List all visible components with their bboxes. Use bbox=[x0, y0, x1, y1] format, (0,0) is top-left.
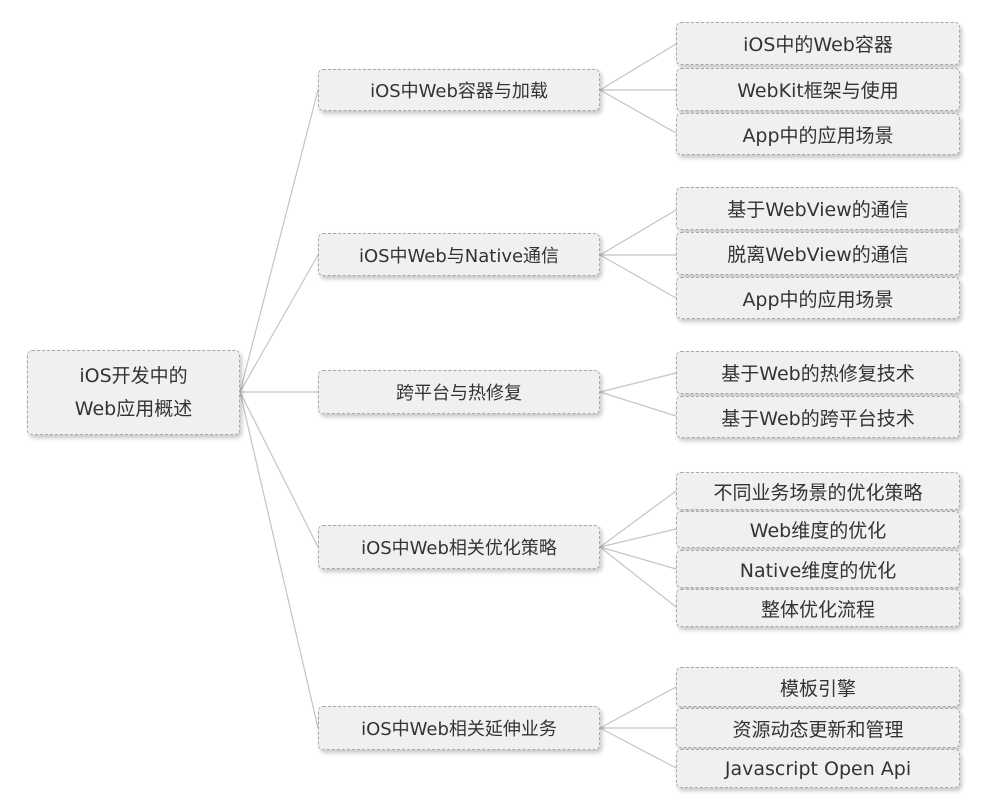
branch-optimization[interactable]: iOS中Web相关优化策略 bbox=[318, 525, 600, 569]
leaf-label: 模板引擎 bbox=[779, 677, 856, 700]
branch-label: iOS中Web相关优化策略 bbox=[361, 538, 557, 559]
root-title-line1: iOS开发中的 bbox=[79, 364, 188, 387]
leaf-non-webview-communication[interactable]: 脱离WebView的通信 bbox=[676, 232, 960, 275]
leaf-webkit-framework[interactable]: WebKit框架与使用 bbox=[676, 68, 960, 111]
leaf-label: 基于Web的热修复技术 bbox=[721, 363, 915, 385]
root-node[interactable]: iOS开发中的 Web应用概述 bbox=[27, 350, 240, 435]
leaf-label: 资源动态更新和管理 bbox=[732, 718, 904, 741]
leaf-label: App中的应用场景 bbox=[742, 124, 894, 147]
leaf-label: 基于Web的跨平台技术 bbox=[721, 407, 915, 430]
branch-extended-business[interactable]: iOS中Web相关延伸业务 bbox=[318, 706, 600, 750]
leaf-label: App中的应用场景 bbox=[742, 288, 894, 311]
leaf-label: Native维度的优化 bbox=[739, 559, 897, 582]
leaf-label: WebKit框架与使用 bbox=[737, 80, 899, 102]
leaf-web-hotfix[interactable]: 基于Web的热修复技术 bbox=[676, 351, 960, 394]
leaf-ios-web-container[interactable]: iOS中的Web容器 bbox=[676, 22, 960, 65]
leaf-template-engine[interactable]: 模板引擎 bbox=[676, 667, 960, 707]
leaf-label: Web维度的优化 bbox=[749, 520, 887, 542]
branch-web-container[interactable]: iOS中Web容器与加载 bbox=[318, 69, 600, 111]
branch-label: iOS中Web容器与加载 bbox=[370, 81, 548, 102]
leaf-webview-communication[interactable]: 基于WebView的通信 bbox=[676, 187, 960, 230]
leaf-javascript-open-api[interactable]: Javascript Open Api bbox=[676, 749, 960, 788]
leaf-native-optimization[interactable]: Native维度的优化 bbox=[676, 550, 960, 588]
leaf-label: Javascript Open Api bbox=[724, 757, 912, 780]
leaf-label: 基于WebView的通信 bbox=[727, 199, 909, 221]
leaf-app-scenarios-2[interactable]: App中的应用场景 bbox=[676, 277, 960, 319]
branch-label: iOS中Web相关延伸业务 bbox=[361, 719, 557, 740]
leaf-scenario-optimization[interactable]: 不同业务场景的优化策略 bbox=[676, 472, 960, 510]
branch-cross-platform-hotfix[interactable]: 跨平台与热修复 bbox=[318, 370, 600, 414]
leaf-label: 脱离WebView的通信 bbox=[727, 244, 909, 266]
leaf-web-cross-platform[interactable]: 基于Web的跨平台技术 bbox=[676, 396, 960, 438]
leaf-web-optimization[interactable]: Web维度的优化 bbox=[676, 511, 960, 548]
leaf-overall-optimization[interactable]: 整体优化流程 bbox=[676, 589, 960, 627]
root-title-line2: Web应用概述 bbox=[74, 397, 193, 420]
leaf-resource-update[interactable]: 资源动态更新和管理 bbox=[676, 708, 960, 748]
leaf-label: 不同业务场景的优化策略 bbox=[713, 481, 923, 504]
branch-label: 跨平台与热修复 bbox=[396, 383, 522, 404]
leaf-app-scenarios-1[interactable]: App中的应用场景 bbox=[676, 113, 960, 155]
leaf-label: iOS中的Web容器 bbox=[743, 34, 893, 56]
branch-label: iOS中Web与Native通信 bbox=[358, 245, 560, 267]
leaf-label: 整体优化流程 bbox=[760, 598, 875, 621]
branch-web-native-communication[interactable]: iOS中Web与Native通信 bbox=[318, 233, 600, 276]
